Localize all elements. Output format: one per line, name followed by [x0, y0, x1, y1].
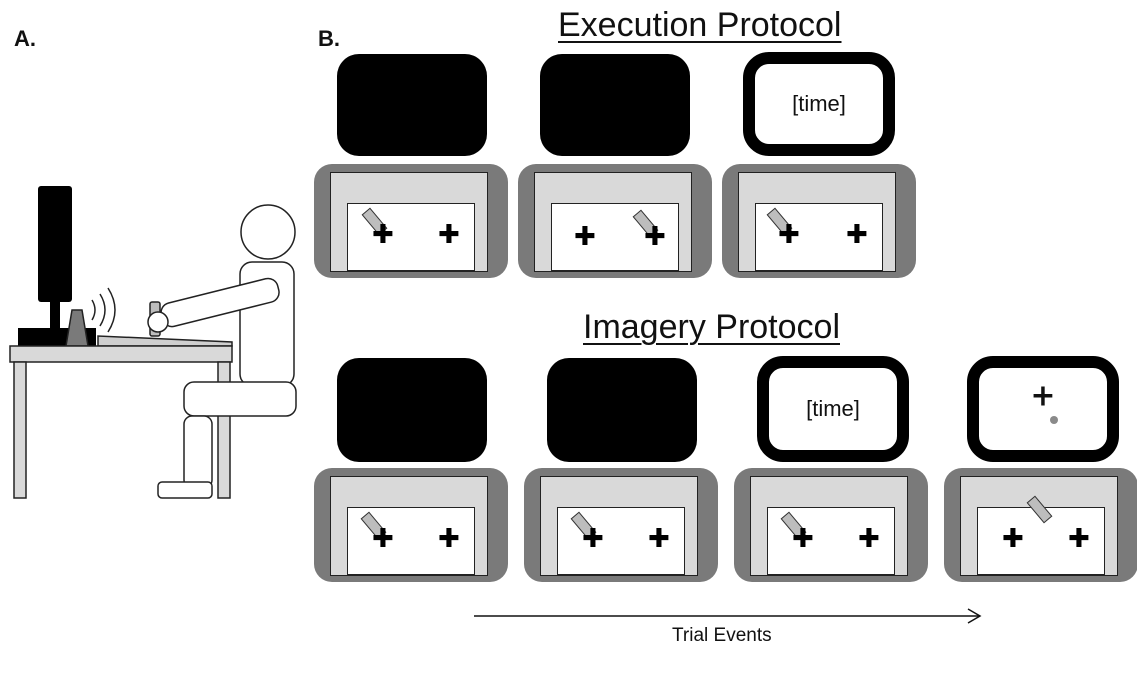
imagery-tray-3: ✚ ✚ — [734, 468, 928, 582]
start-target-cross: ✚ — [792, 524, 814, 554]
start-target-cross: ✚ — [582, 524, 604, 554]
end-target-cross: ✚ — [1068, 524, 1090, 554]
start-target-cross: ✚ — [574, 222, 596, 252]
start-target-cross: ✚ — [372, 524, 394, 554]
imagery-protocol-title: Imagery Protocol — [583, 308, 840, 346]
end-target-cross: ✚ — [858, 524, 880, 554]
execution-tray-2: ✚ ✚ — [518, 164, 712, 278]
imagery-monitor-4-cross: + — [1030, 378, 1056, 414]
execution-tray-3: ✚ ✚ — [722, 164, 916, 278]
tablet-surface — [97, 335, 233, 347]
execution-protocol-title: Execution Protocol — [558, 6, 842, 44]
setup-monitor — [38, 186, 72, 302]
imagery-monitor-4: + — [967, 356, 1119, 462]
imagery-monitor-3-text: [time] — [806, 396, 860, 421]
end-target-cross: ✚ — [438, 524, 460, 554]
trial-events-label: Trial Events — [672, 625, 772, 646]
execution-monitor-1 — [337, 54, 487, 156]
execution-monitor-2 — [540, 54, 690, 156]
end-target-cross: ✚ — [648, 524, 670, 554]
start-target-cross: ✚ — [778, 220, 800, 250]
participant-lower-leg — [183, 415, 213, 489]
imagery-monitor-2 — [547, 358, 697, 462]
execution-monitor-3-text: [time] — [792, 91, 846, 116]
imagery-tray-4: ✚ ✚ — [944, 468, 1137, 582]
panel-a-label: A. — [14, 26, 36, 51]
desk-leg-left — [13, 361, 27, 499]
cursor-dot — [1050, 416, 1058, 424]
execution-tray-1: ✚ ✚ — [314, 164, 508, 278]
participant-setup-illustration — [9, 186, 297, 499]
sensor-device — [65, 309, 89, 347]
participant-foot — [157, 481, 213, 499]
end-target-cross: ✚ — [438, 220, 460, 250]
start-target-cross: ✚ — [372, 220, 394, 250]
signal-waves — [91, 287, 116, 333]
participant-head — [240, 204, 296, 260]
end-target-cross: ✚ — [846, 220, 868, 250]
desk-top — [9, 345, 233, 363]
imagery-tray-2: ✚ ✚ — [524, 468, 718, 582]
end-target-cross: ✚ — [644, 222, 666, 252]
execution-monitor-3: [time] — [743, 52, 895, 156]
trial-events-arrow — [474, 608, 982, 624]
panel-b-label: B. — [318, 26, 340, 51]
participant-thigh — [183, 381, 297, 417]
start-target-cross: ✚ — [1002, 524, 1024, 554]
imagery-monitor-3: [time] — [757, 356, 909, 462]
participant-hand — [147, 311, 169, 333]
imagery-tray-1: ✚ ✚ — [314, 468, 508, 582]
setup-monitor-neck — [50, 300, 60, 332]
imagery-monitor-1 — [337, 358, 487, 462]
